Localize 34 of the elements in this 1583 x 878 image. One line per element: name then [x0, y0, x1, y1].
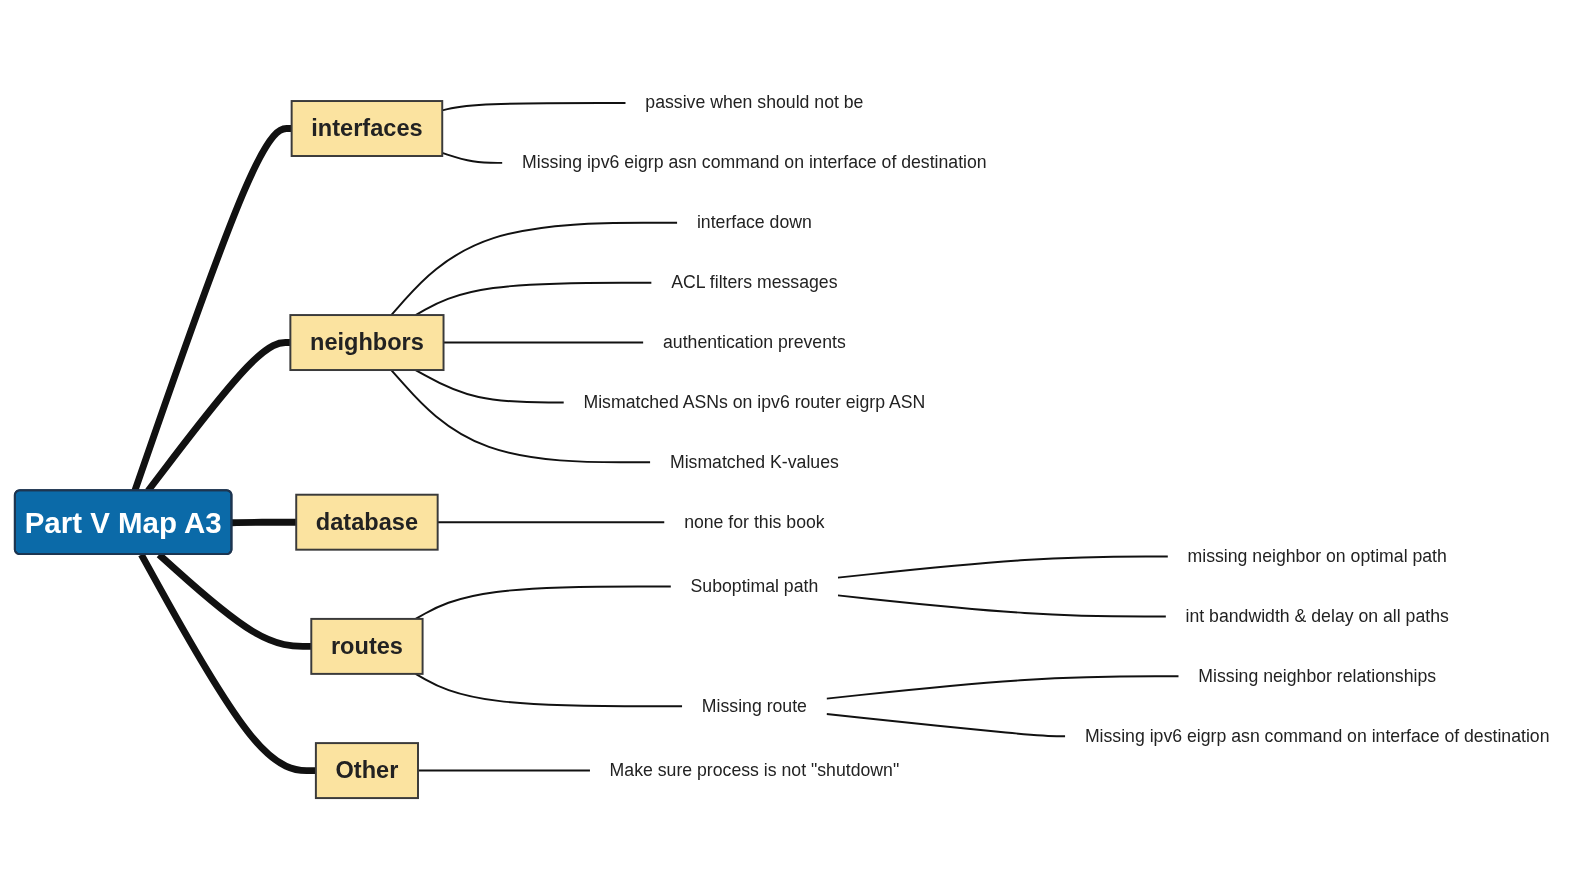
node-text: passive when should not be	[644, 92, 863, 113]
node-text: Suboptimal path	[690, 576, 818, 596]
connector	[389, 221, 678, 317]
node-text: Mismatched K-values	[669, 452, 839, 472]
connector	[389, 369, 651, 464]
node-text: Make sure process is not "shutdown"	[609, 760, 899, 780]
node-text: int bandwidth & delay on all paths	[1185, 606, 1449, 626]
node-text: Mismatched ASNs on ipv6 router eigrp ASN	[582, 392, 925, 412]
node-text: Missing neighbor relationships	[1197, 666, 1436, 686]
node-text: ACL filters messages	[670, 272, 838, 292]
node-box: database	[294, 493, 439, 551]
node-text: interface down	[696, 212, 812, 233]
connector	[825, 675, 1180, 700]
connector	[156, 552, 311, 650]
connector	[414, 672, 683, 708]
connector	[137, 552, 316, 775]
connector	[836, 555, 1169, 579]
node-text: none for this book	[683, 511, 825, 532]
connector	[414, 369, 565, 404]
node-text: Missing ipv6 eigrp asn command on interface of destination	[1084, 725, 1550, 746]
node-box: interfaces	[290, 100, 443, 157]
node-text: Missing route	[701, 695, 807, 716]
node-text: Missing ipv6 eigrp asn command on interface of destination	[521, 152, 987, 173]
connector	[836, 594, 1167, 618]
connector	[414, 585, 672, 620]
connector	[231, 518, 296, 527]
node-box: routes	[309, 617, 424, 675]
connector	[825, 713, 1066, 738]
node-text: authentication prevents	[662, 332, 846, 352]
connector	[131, 125, 292, 492]
connector	[414, 281, 653, 317]
node-text: missing neighbor on optimal path	[1187, 546, 1447, 566]
node-box: neighbors	[288, 314, 444, 371]
node-box: Other	[314, 742, 419, 800]
